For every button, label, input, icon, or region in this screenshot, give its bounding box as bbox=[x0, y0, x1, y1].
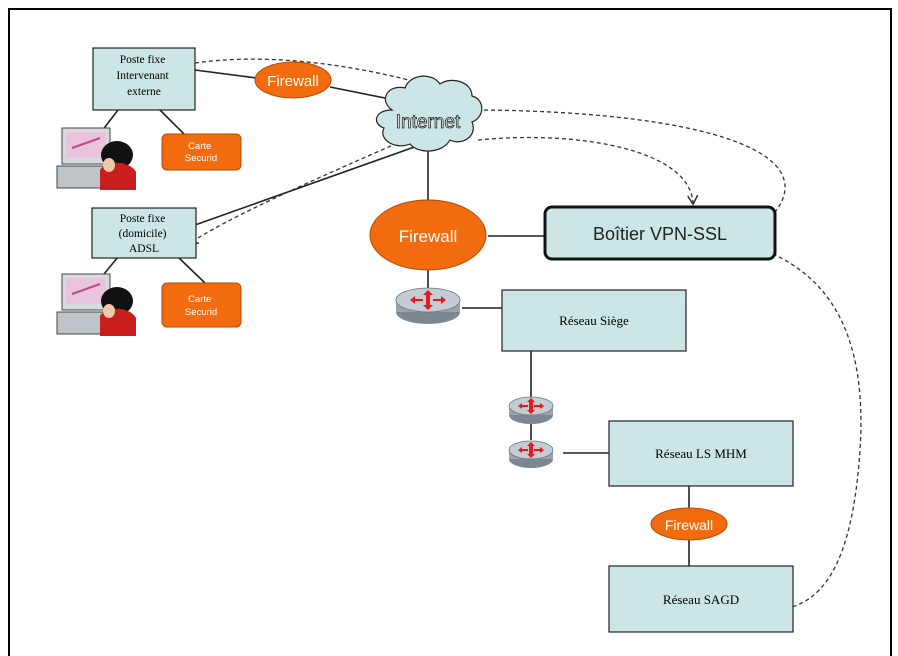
link-poste-firewall-top bbox=[194, 69, 257, 79]
vpn-ssl-box: Boîtier VPN-SSL bbox=[543, 205, 777, 261]
svg-text:Poste fixe Intervenant: Poste fixe Intervenant externe bbox=[116, 54, 171, 98]
svg-text:Firewall: Firewall bbox=[399, 227, 458, 246]
poste-externe-line-2: Intervenant bbox=[116, 70, 169, 82]
carte-securid-1: Carte Securid bbox=[161, 133, 242, 171]
svg-text:Carte Securid: Carte Securid bbox=[185, 294, 217, 318]
link-domicile-internet bbox=[194, 144, 421, 226]
solid-links bbox=[94, 69, 690, 566]
router-icon-2 bbox=[508, 396, 554, 424]
poste-externe-line-1: Poste fixe bbox=[120, 54, 166, 66]
svg-text:Réseau Siège: Réseau Siège bbox=[559, 313, 629, 328]
internet-cloud-icon: Internet bbox=[375, 75, 483, 152]
firewall-top: Firewall bbox=[254, 61, 332, 99]
tunnel-vpn-domicile bbox=[190, 111, 469, 243]
user-computer-icon-2 bbox=[56, 273, 136, 336]
poste-externe-line-3: externe bbox=[127, 86, 161, 98]
carte-securid-2: Carte Securid bbox=[161, 282, 242, 328]
firewall-main: Firewall bbox=[369, 199, 487, 271]
poste-externe-box: Poste fixe Intervenant externe bbox=[92, 47, 196, 111]
svg-text:Réseau SAGD: Réseau SAGD bbox=[663, 592, 739, 607]
poste-domicile-box: Poste fixe (domicile) ADSL bbox=[91, 207, 197, 259]
firewall-bottom: Firewall bbox=[650, 507, 728, 541]
svg-text:Firewall: Firewall bbox=[267, 73, 319, 90]
svg-text:Firewall: Firewall bbox=[665, 517, 713, 533]
reseau-ls-mhm-box: Réseau LS MHM bbox=[608, 420, 794, 487]
svg-text:Poste fixe (domicile): Poste fixe (domicile) ADSL bbox=[119, 213, 170, 255]
svg-text:Carte Securid: Carte Securid bbox=[185, 141, 217, 164]
diagram-frame bbox=[8, 8, 892, 656]
router-icon-3 bbox=[508, 440, 554, 468]
tunnel-internet-vpn bbox=[477, 136, 693, 203]
svg-text:Internet: Internet bbox=[396, 112, 461, 133]
svg-text:Réseau LS MHM: Réseau LS MHM bbox=[655, 446, 747, 461]
link-poste-carte-1 bbox=[159, 109, 186, 136]
svg-text:Boîtier VPN-SSL: Boîtier VPN-SSL bbox=[593, 224, 727, 244]
router-icon-1 bbox=[395, 287, 461, 324]
reseau-siege-box: Réseau Siège bbox=[501, 289, 687, 352]
reseau-sagd-box: Réseau SAGD bbox=[608, 565, 794, 633]
poste-domicile-line-2: (domicile) bbox=[119, 228, 167, 240]
link-domicile-carte-2 bbox=[177, 256, 206, 284]
poste-domicile-line-3: ADSL bbox=[129, 243, 159, 255]
user-computer-icon-1 bbox=[56, 127, 136, 190]
tunnel-externe-vpn bbox=[469, 109, 786, 225]
poste-domicile-line-1: Poste fixe bbox=[120, 213, 166, 225]
